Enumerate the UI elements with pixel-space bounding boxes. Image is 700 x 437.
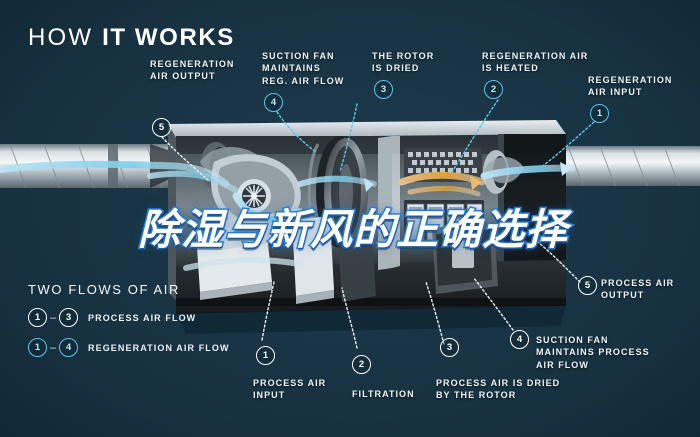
overlay-title-chinese: 除湿与新风的正确选择: [113, 196, 593, 257]
callout-suction-fan-process: SUCTION FAN MAINTAINS PROCESS AIR FLOW: [536, 335, 650, 370]
marker-process-air-input[interactable]: 1: [256, 346, 275, 365]
legend-row-process-air-flow: 1 – 3 PROCESS AIR FLOW: [28, 308, 230, 327]
legend-marker-from-1[interactable]: 1: [28, 308, 47, 327]
legend-marker-to-4[interactable]: 4: [59, 338, 78, 357]
headline-bold: IT WORKS: [102, 24, 235, 51]
marker-regeneration-air-input[interactable]: 1: [590, 104, 609, 123]
callout-filtration: FILTRATION: [352, 389, 415, 399]
callout-process-air-output: PROCESS AIR OUTPUT: [601, 278, 675, 301]
callout-regeneration-air-is-heated: REGENERATION AIR IS HEATED: [482, 51, 589, 74]
legend-title: TWO FLOWS OF AIR: [28, 282, 180, 297]
legend-dash: –: [49, 311, 57, 324]
marker-process-air-output[interactable]: 5: [578, 276, 597, 295]
marker-regeneration-air-output[interactable]: 5: [152, 118, 171, 137]
callout-regeneration-air-input: REGENERATION AIR INPUT: [588, 75, 673, 98]
callout-process-air-input: PROCESS AIR INPUT: [253, 378, 327, 401]
legend: TWO FLOWS OF AIR 1 – 3 PROCESS AIR FLOW …: [28, 282, 230, 368]
callout-regeneration-air-output: REGENERATION AIR OUTPUT: [150, 59, 235, 82]
marker-filtration[interactable]: 2: [352, 355, 371, 374]
marker-suction-fan-process[interactable]: 4: [510, 330, 529, 349]
marker-the-rotor-is-dried[interactable]: 3: [374, 80, 393, 99]
marker-process-air-is-dried[interactable]: 3: [440, 338, 459, 357]
callout-the-rotor-is-dried: THE ROTOR IS DRIED: [372, 51, 435, 74]
overlay-title-text: 除湿与新风的正确选择: [136, 204, 568, 256]
legend-dash-2: –: [49, 341, 57, 354]
callout-process-air-is-dried: PROCESS AIR IS DRIED BY THE ROTOR: [436, 378, 561, 401]
legend-row-regeneration-air-flow: 1 – 4 REGENERATION AIR FLOW: [28, 338, 230, 357]
legend-label-process-air-flow: PROCESS AIR FLOW: [88, 312, 197, 323]
legend-label-regeneration-air-flow: REGENERATION AIR FLOW: [88, 342, 230, 353]
page-title: HOW IT WORKS: [28, 24, 235, 52]
marker-suction-fan-reg[interactable]: 4: [264, 93, 283, 112]
legend-marker-from-1-teal[interactable]: 1: [28, 338, 47, 357]
marker-regeneration-air-is-heated[interactable]: 2: [484, 80, 503, 99]
legend-marker-to-3[interactable]: 3: [59, 308, 78, 327]
headline-light: HOW: [28, 24, 103, 51]
callout-suction-fan-reg: SUCTION FAN MAINTAINS REG. AIR FLOW: [262, 51, 345, 86]
